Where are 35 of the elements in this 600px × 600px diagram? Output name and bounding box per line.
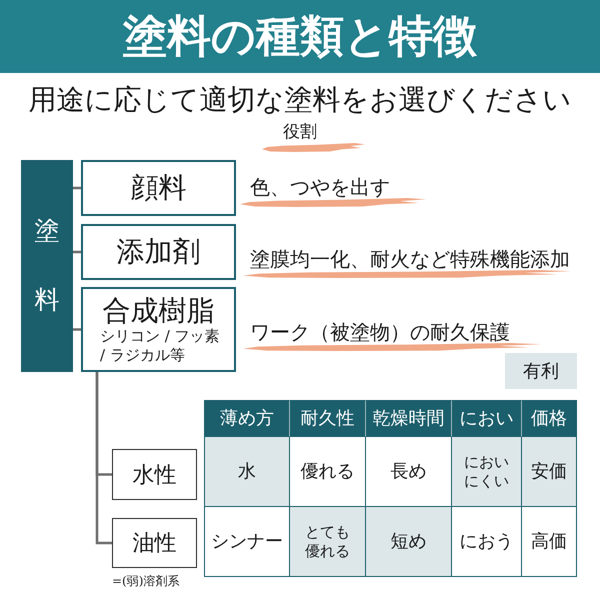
category-note: シリコン / フッ素 / ラジカル等 [100, 326, 221, 364]
header-cell: 乾燥時間 [366, 400, 452, 437]
type-box: 水性 [112, 449, 197, 500]
connector-line [73, 328, 81, 331]
connector-line [96, 372, 112, 544]
category-box [81, 287, 236, 372]
connector-line [73, 250, 81, 254]
header-cell: 薄め方 [204, 400, 290, 437]
header-cell: におい [452, 400, 522, 437]
category-box: 顔料 [81, 160, 236, 216]
table-cell: 長め [366, 437, 452, 507]
header-cell: 価格 [522, 400, 577, 437]
category-box: 添加剤 [81, 224, 236, 280]
category-bar: 塗料 [21, 160, 73, 372]
title-banner: 塗料の種類と特徴 [0, 0, 600, 73]
role-text: 塗膜均一化、耐火など特殊機能添加 [250, 249, 570, 269]
type-box: 油性 [112, 518, 197, 568]
table-cell: とても優れる [290, 507, 366, 577]
legend-key: 有利 [505, 353, 577, 389]
table-cell: 安価 [522, 437, 577, 507]
connector-line [73, 186, 81, 190]
subtitle: 用途に応じて適切な塗料をお選びください [28, 84, 572, 115]
role-text: ワーク（被塗物）の耐久保護 [250, 322, 510, 342]
table-cell: においにくい [452, 437, 522, 507]
table-cell: 優れる [290, 437, 366, 507]
table-cell: 水 [204, 437, 290, 507]
table-cell: 短め [366, 507, 452, 577]
table-cell: 高価 [522, 507, 577, 577]
header-cell: 耐久性 [290, 400, 366, 437]
role-text: 色、つやを出す [250, 177, 390, 197]
table-cell: におう [452, 507, 522, 577]
column-heading: 役割 [283, 123, 317, 141]
category-heading: 合成樹脂 [102, 294, 214, 326]
table-cell: シンナー [204, 507, 290, 577]
note-text: =(弱)溶剤系 [112, 574, 180, 589]
